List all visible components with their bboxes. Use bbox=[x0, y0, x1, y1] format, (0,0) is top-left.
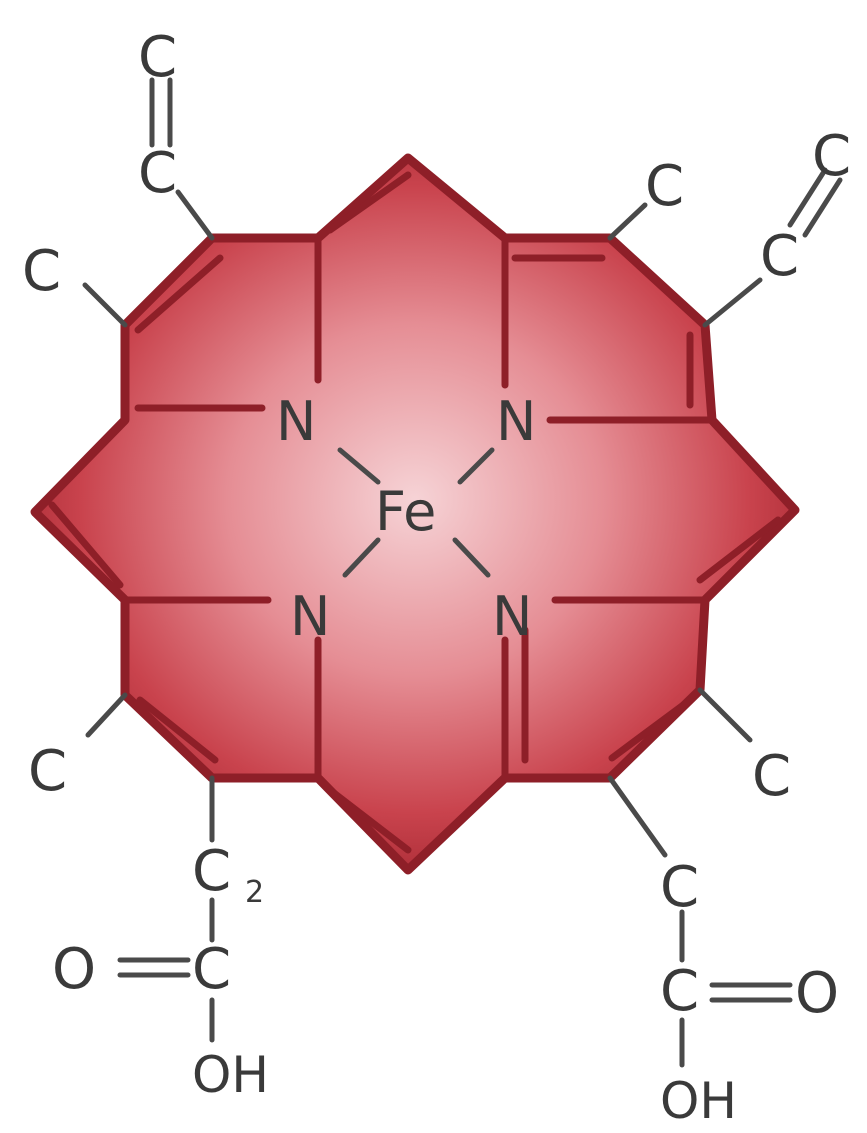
c-label-right-vinyl-mid: C bbox=[760, 224, 799, 289]
oh-label-bottom-left: OH bbox=[192, 1046, 269, 1104]
substituent-bonds bbox=[82, 77, 843, 1068]
c-label-bottom-right-ch2: C bbox=[660, 855, 699, 920]
fe-n-bonds bbox=[337, 447, 495, 578]
ring-double-bond bbox=[326, 786, 412, 854]
n-label-top-right: N bbox=[496, 390, 536, 453]
o-label-bottom-right: O bbox=[795, 961, 839, 1026]
atom-labels: Fe N N N N C C C C C C C C C 2 C O OH C … bbox=[22, 25, 851, 1130]
ring-double-bond bbox=[696, 516, 782, 584]
c-label-bottom-left-methyl: C bbox=[28, 739, 67, 804]
fe-label: Fe bbox=[375, 480, 436, 543]
c-label-top-vinyl-mid: C bbox=[138, 141, 177, 206]
c-label-right-vinyl-end: C bbox=[812, 124, 851, 189]
c-label-top-left-methyl: C bbox=[22, 239, 61, 304]
n-label-bottom-left: N bbox=[290, 585, 330, 648]
ring-double-bond bbox=[608, 696, 694, 762]
n-label-top-left: N bbox=[276, 390, 316, 453]
ring-double-bond bbox=[134, 254, 224, 334]
porphyrin-ring bbox=[30, 153, 800, 875]
c-label-top-right-methyl: C bbox=[645, 154, 684, 219]
ring-double-bond bbox=[48, 501, 124, 589]
c-label-bottom-left-ch2: C bbox=[192, 839, 231, 904]
c-label-bottom-right-methyl: C bbox=[752, 744, 791, 809]
c-label-bottom-right-carboxyl: C bbox=[660, 959, 699, 1024]
o-label-bottom-left: O bbox=[52, 937, 96, 1002]
c-label-bottom-left-carboxyl: C bbox=[192, 937, 231, 1002]
oh-label-bottom-right: OH bbox=[660, 1072, 737, 1130]
ring-double-bond bbox=[326, 171, 412, 234]
porphyrin-outline bbox=[30, 153, 800, 875]
c-label-top-vinyl-end: C bbox=[138, 25, 177, 90]
n-label-bottom-right: N bbox=[492, 585, 532, 648]
ring-double-bond bbox=[136, 696, 219, 764]
subscript-two-label: 2 bbox=[245, 875, 264, 910]
